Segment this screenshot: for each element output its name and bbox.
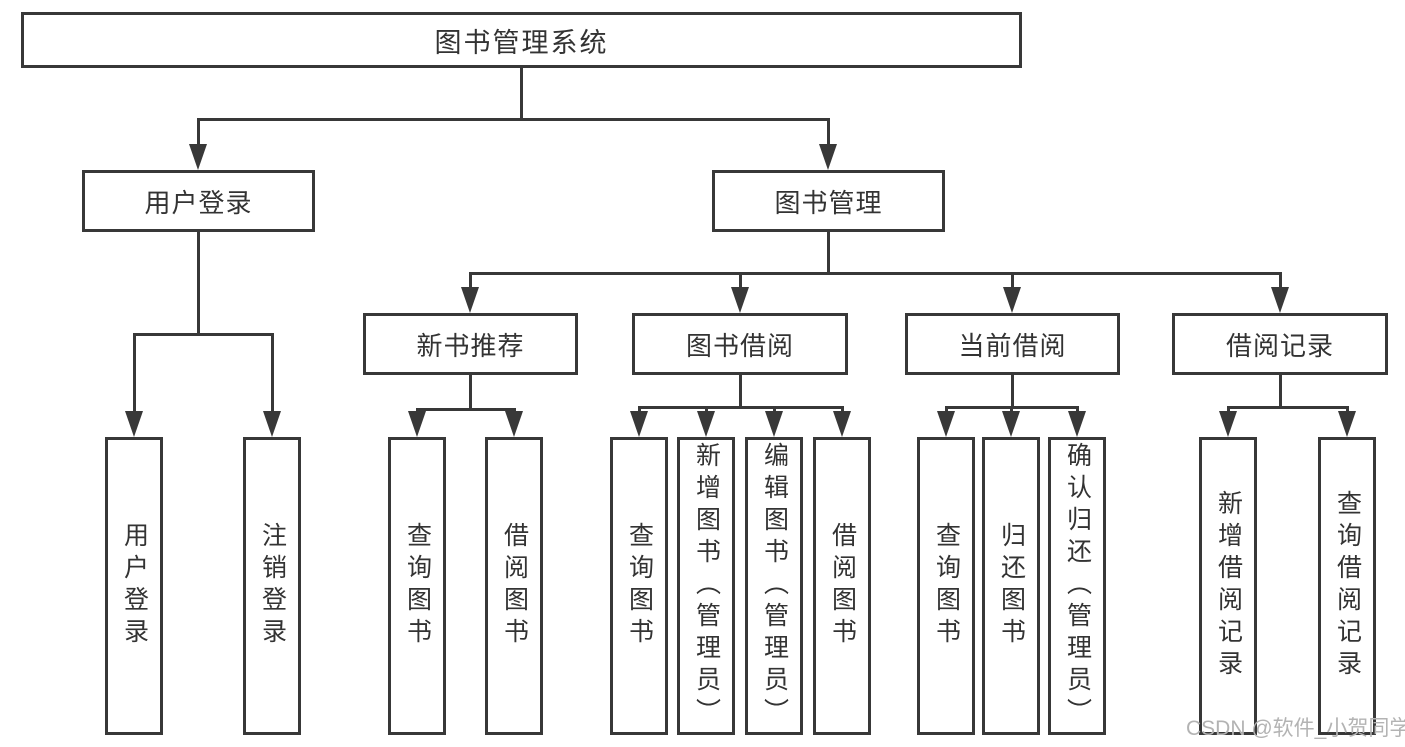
arrow-down-icon (1338, 411, 1356, 437)
leaf-borrow-books-2-label: 借阅图书 (828, 522, 857, 650)
arrow-down-icon (461, 287, 479, 313)
arrow-down-icon (833, 411, 851, 437)
connector-stub-line (1227, 406, 1230, 414)
leaf-add-borrow-record: 新增借阅记录 (1199, 437, 1257, 735)
node-new-book-recommend-label: 新书推荐 (416, 330, 525, 361)
leaf-query-books-2-label: 查询图书 (625, 522, 654, 650)
arrow-down-icon (1219, 411, 1237, 437)
arrow-down-icon (937, 411, 955, 437)
connector-stub-line (1346, 406, 1349, 414)
connector-stub-line (271, 333, 274, 413)
arrow-down-icon (505, 411, 523, 437)
connector-stub-line (1279, 272, 1282, 289)
connector-stub-line (638, 406, 641, 414)
leaf-query-books-1: 查询图书 (388, 437, 446, 735)
leaf-return-books-label: 归还图书 (997, 522, 1026, 650)
leaf-borrow-books-2: 借阅图书 (813, 437, 871, 735)
node-book-borrow-label: 图书借阅 (685, 330, 794, 361)
leaf-logout-label: 注销登录 (258, 522, 287, 650)
connector-root-hline (197, 118, 830, 121)
leaf-query-books-3: 查询图书 (917, 437, 975, 735)
leaf-logout: 注销登录 (243, 437, 301, 735)
leaf-borrow-books-1: 借阅图书 (485, 437, 543, 735)
connector-records-trunk-line (1279, 375, 1282, 409)
connector-user-login-trunk-line (197, 232, 200, 336)
connector-stub-line (1076, 406, 1079, 414)
node-new-book-recommend: 新书推荐 (363, 313, 578, 375)
arrow-down-icon (1003, 287, 1021, 313)
node-user-login: 用户登录 (82, 170, 315, 232)
leaf-return-books: 归还图书 (982, 437, 1040, 735)
node-current-borrow-label: 当前借阅 (958, 330, 1067, 361)
node-root-label: 图书管理系统 (434, 27, 609, 58)
node-current-borrow: 当前借阅 (905, 313, 1120, 375)
connector-newbook-trunk-line (469, 375, 472, 411)
connector-records-hline (1227, 406, 1348, 409)
connector-root-trunk-line (520, 68, 523, 121)
node-borrow-records-label: 借阅记录 (1225, 330, 1334, 361)
arrow-down-icon (765, 411, 783, 437)
connector-stub-line (841, 406, 844, 414)
leaf-edit-books-admin: 编辑图书（管理员） (745, 437, 803, 735)
connector-book-mgmt-trunk-line (827, 232, 830, 275)
arrow-down-icon (263, 411, 281, 437)
leaf-add-borrow-record-label: 新增借阅记录 (1214, 490, 1243, 682)
connector-stub-line (773, 406, 776, 414)
leaf-confirm-return-admin: 确认归还（管理员） (1048, 437, 1106, 735)
connector-stub-line (945, 406, 948, 414)
node-book-borrow: 图书借阅 (632, 313, 848, 375)
leaf-borrow-books-1-label: 借阅图书 (500, 522, 529, 650)
leaf-add-books-admin: 新增图书（管理员） (677, 437, 735, 735)
connector-stub-line (705, 406, 708, 414)
leaf-query-books-2: 查询图书 (610, 437, 668, 735)
arrow-down-icon (630, 411, 648, 437)
connector-stub-line (739, 272, 742, 289)
leaf-query-borrow-record: 查询借阅记录 (1318, 437, 1376, 735)
arrow-down-icon (189, 144, 207, 170)
leaf-user-login-label: 用户登录 (120, 522, 149, 650)
connector-user-login-hline (133, 333, 274, 336)
leaf-query-books-1-label: 查询图书 (403, 522, 432, 650)
leaf-edit-books-admin-label: 编辑图书（管理员） (760, 442, 789, 730)
arrow-down-icon (819, 144, 837, 170)
leaf-add-books-admin-label: 新增图书（管理员） (692, 442, 721, 730)
connector-current-trunk-line (1011, 375, 1014, 409)
node-book-management-label: 图书管理 (774, 187, 883, 218)
arrow-down-icon (1271, 287, 1289, 313)
connector-stub-line (1011, 272, 1014, 289)
leaf-user-login: 用户登录 (105, 437, 163, 735)
connector-borrow-hline (638, 406, 843, 409)
arrow-down-icon (697, 411, 715, 437)
node-book-management: 图书管理 (712, 170, 945, 232)
leaf-query-borrow-record-label: 查询借阅记录 (1333, 490, 1362, 682)
leaf-query-books-3-label: 查询图书 (932, 522, 961, 650)
connector-borrow-trunk-line (739, 375, 742, 409)
connector-stub-line (197, 118, 200, 146)
node-user-login-label: 用户登录 (144, 187, 253, 218)
connector-stub-line (827, 118, 830, 146)
arrow-down-icon (1068, 411, 1086, 437)
arrow-down-icon (1002, 411, 1020, 437)
connector-newbook-hline (416, 408, 516, 411)
node-borrow-records: 借阅记录 (1172, 313, 1388, 375)
arrow-down-icon (731, 287, 749, 313)
node-root: 图书管理系统 (21, 12, 1022, 68)
arrow-down-icon (408, 411, 426, 437)
watermark: CSDN @软件_小贺同学 (1186, 717, 1405, 740)
connector-book-mgmt-hline (469, 272, 1282, 275)
connector-stub-line (1010, 406, 1013, 414)
connector-stub-line (133, 333, 136, 413)
arrow-down-icon (125, 411, 143, 437)
connector-stub-line (469, 272, 472, 289)
leaf-confirm-return-admin-label: 确认归还（管理员） (1063, 442, 1092, 730)
